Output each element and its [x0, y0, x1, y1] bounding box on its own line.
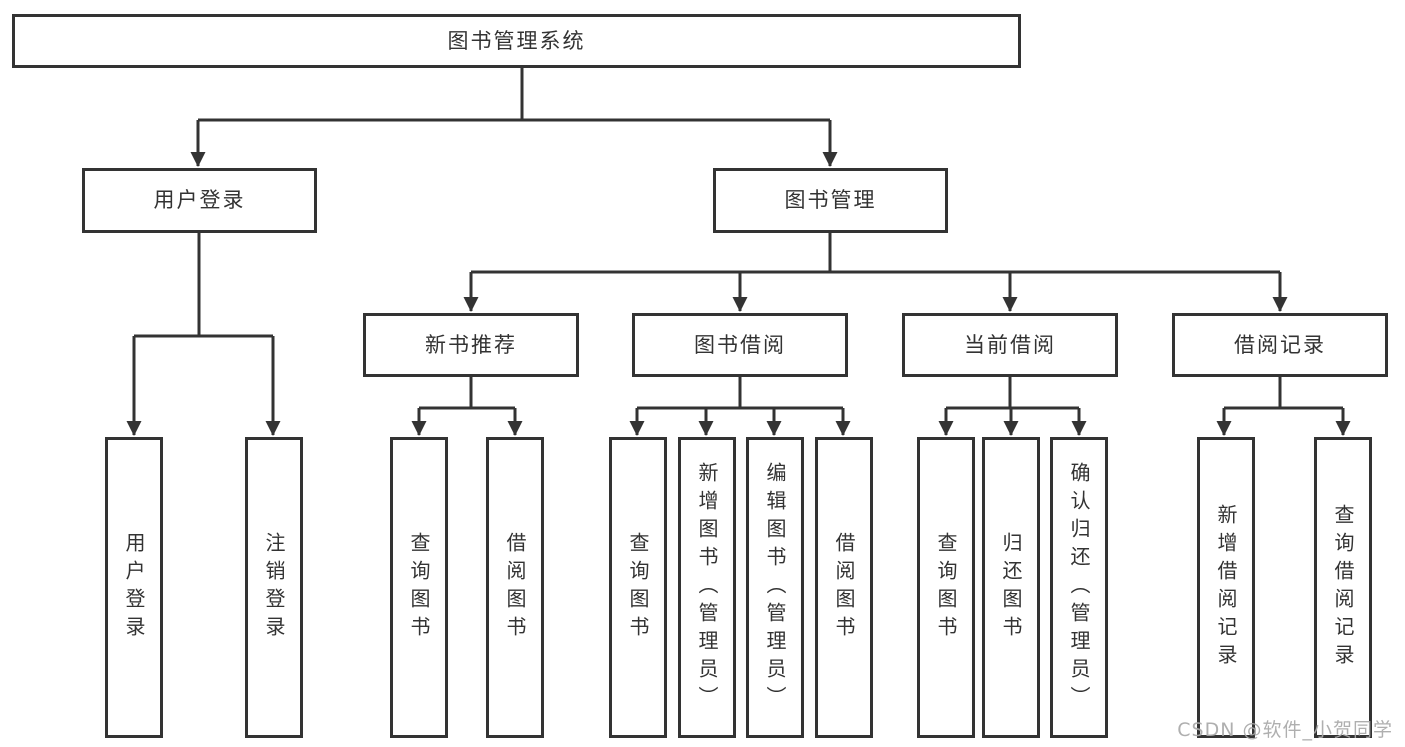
node-label: 归还图书: [999, 531, 1023, 644]
leaf-add-borrow-record: 新增借阅记录: [1197, 437, 1255, 738]
node-label: 注销登录: [262, 531, 286, 644]
leaf-query-books: 查询图书: [609, 437, 667, 738]
node-label: 新书推荐: [425, 332, 517, 357]
node-label: 查询图书: [407, 531, 431, 644]
csdn-watermark: CSDN @软件_小贺同学: [1177, 719, 1393, 741]
leaf-logout: 注销登录: [245, 437, 303, 738]
node-label: 当前借阅: [964, 332, 1056, 357]
leaf-query-books-recommend: 查询图书: [390, 437, 448, 738]
node-borrowing-records: 借阅记录: [1172, 313, 1388, 377]
node-label: 用户登录: [122, 531, 146, 644]
node-label: 查询图书: [934, 531, 958, 644]
node-label: 借阅图书: [832, 531, 856, 644]
node-current-borrowing: 当前借阅: [902, 313, 1118, 377]
leaf-borrow-books: 借阅图书: [815, 437, 873, 738]
node-user-login-branch: 用户登录: [82, 168, 317, 233]
leaf-query-books-current: 查询图书: [917, 437, 975, 738]
leaf-add-books-admin: 新增图书（管理员）: [678, 437, 736, 738]
node-label: 新增图书（管理员）: [695, 461, 719, 714]
leaf-return-books: 归还图书: [982, 437, 1040, 738]
node-new-book-recommendation: 新书推荐: [363, 313, 579, 377]
node-label: 图书管理系统: [447, 28, 586, 53]
node-label: 查询借阅记录: [1331, 503, 1355, 672]
node-book-management-branch: 图书管理: [713, 168, 948, 233]
node-system-root: 图书管理系统: [12, 14, 1021, 68]
leaf-borrow-books-recommend: 借阅图书: [486, 437, 544, 738]
node-label: 新增借阅记录: [1214, 503, 1238, 672]
node-label: 借阅图书: [503, 531, 527, 644]
node-label: 图书借阅: [694, 332, 786, 357]
leaf-edit-books-admin: 编辑图书（管理员）: [746, 437, 804, 738]
node-book-borrowing: 图书借阅: [632, 313, 848, 377]
node-label: 用户登录: [153, 188, 246, 212]
leaf-confirm-return-admin: 确认归还（管理员）: [1050, 437, 1108, 738]
node-label: 编辑图书（管理员）: [763, 461, 787, 714]
leaf-query-borrow-record: 查询借阅记录: [1314, 437, 1372, 738]
node-label: 查询图书: [626, 531, 650, 644]
node-label: 图书管理: [784, 188, 877, 212]
node-label: 借阅记录: [1234, 332, 1326, 357]
node-label: 确认归还（管理员）: [1067, 461, 1091, 714]
leaf-user-login: 用户登录: [105, 437, 163, 738]
